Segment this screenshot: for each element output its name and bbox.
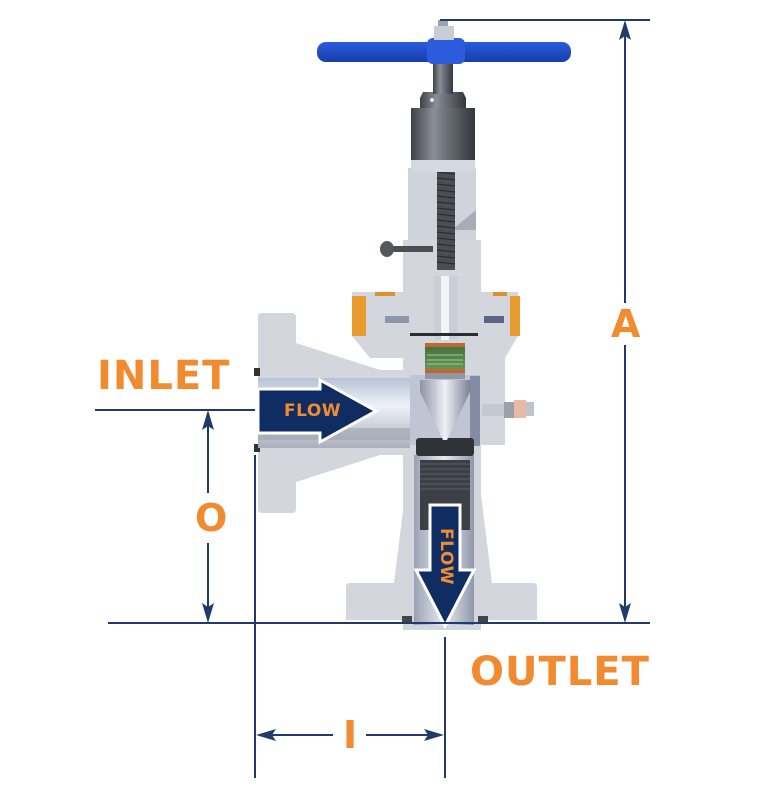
flow-label-vertical: FLOW xyxy=(436,528,456,586)
dimension-a-label: A xyxy=(611,302,641,346)
arrow-right-icon xyxy=(256,377,380,445)
side-port-fitting xyxy=(482,400,534,418)
stem-packing xyxy=(425,343,465,373)
needle-plug xyxy=(420,380,470,440)
dimension-i-label: I xyxy=(343,713,358,757)
flow-label-horizontal: FLOW xyxy=(284,401,342,421)
inlet-label: INLET xyxy=(97,353,231,399)
double-arrow-icon xyxy=(202,20,631,741)
arrow-down-icon xyxy=(413,503,477,630)
valve-stem-assembly xyxy=(317,20,571,440)
side-pin xyxy=(380,241,433,257)
dimension-lines xyxy=(95,19,650,778)
dimension-o-label: O xyxy=(195,496,228,540)
bonnet-cylinder xyxy=(411,108,475,170)
outlet-label: OUTLET xyxy=(470,649,650,695)
